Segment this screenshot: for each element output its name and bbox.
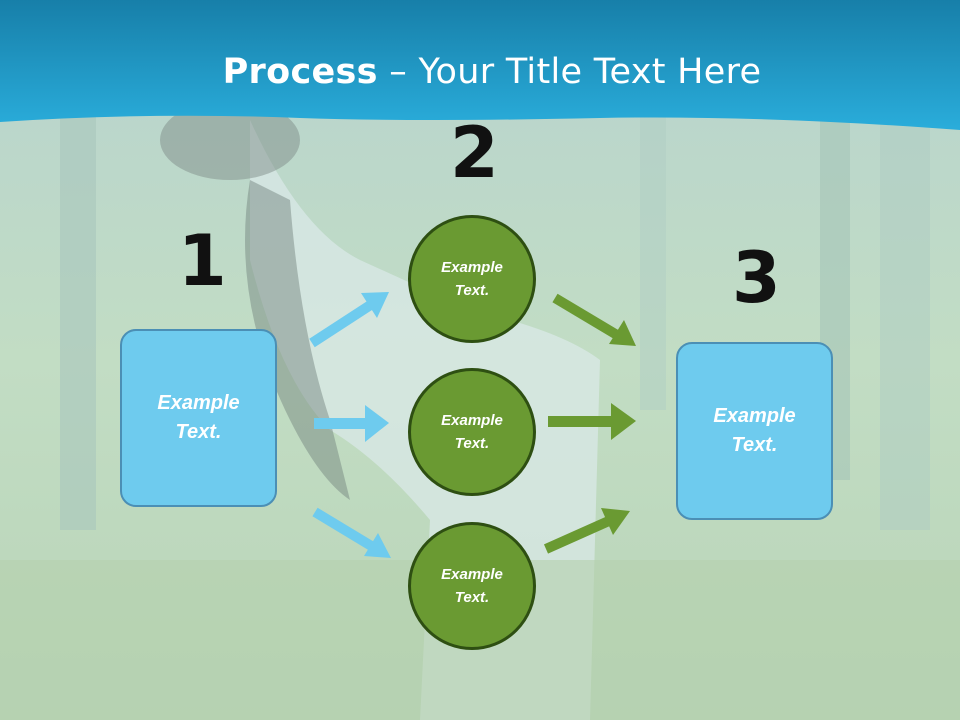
step-2-label-top: Example Text. bbox=[441, 259, 503, 299]
step-2-label-middle: Example Text. bbox=[441, 412, 503, 452]
step-3-box: Example Text. bbox=[676, 342, 833, 520]
arrow-right-icon bbox=[314, 405, 389, 442]
green-arrows bbox=[543, 293, 636, 554]
step-2-circle-top: Example Text. bbox=[408, 215, 536, 343]
step-1-box: Example Text. bbox=[120, 329, 277, 507]
step-2-circle-bottom: Example Text. bbox=[408, 522, 536, 650]
step-1-label: Example Text. bbox=[157, 392, 240, 443]
step-2-circle-middle: Example Text. bbox=[408, 368, 536, 496]
arrow-right-down-icon bbox=[312, 507, 391, 558]
slide-title: Process – Your Title Text Here bbox=[0, 52, 960, 92]
arrow-right-up-icon bbox=[543, 508, 630, 554]
title-rest: – Your Title Text Here bbox=[377, 52, 762, 92]
title-bold: Process bbox=[222, 52, 378, 92]
step-3-label: Example Text. bbox=[713, 405, 796, 456]
blue-arrows bbox=[309, 292, 391, 558]
step-2-label-bottom: Example Text. bbox=[441, 566, 503, 606]
arrow-right-down-icon bbox=[552, 293, 636, 346]
arrow-right-icon bbox=[548, 403, 636, 440]
step-number-3: 3 bbox=[732, 237, 781, 319]
step-number-2: 2 bbox=[450, 112, 499, 194]
step-number-1: 1 bbox=[178, 220, 227, 302]
arrow-right-up-icon bbox=[309, 292, 389, 348]
